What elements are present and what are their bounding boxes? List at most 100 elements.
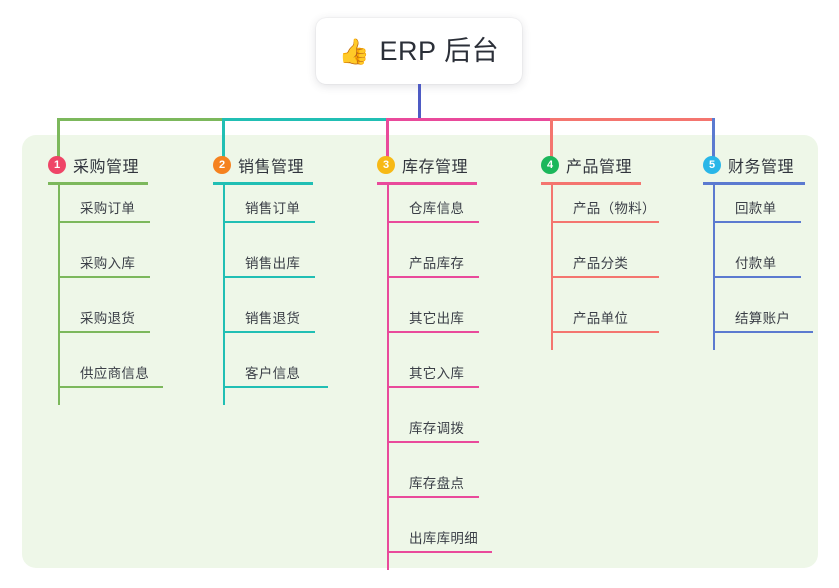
- branch-item-rule: [713, 221, 801, 223]
- branch-item-label: 销售出库: [245, 256, 301, 271]
- branch-header-label: 产品管理: [566, 159, 633, 176]
- branch-item-label: 其它入库: [409, 366, 465, 381]
- thumbs-up-icon: 👍: [338, 37, 371, 66]
- branch-item-rule: [387, 441, 479, 443]
- branch-item-label: 结算账户: [735, 311, 791, 326]
- branch-item-rule: [58, 386, 163, 388]
- branch-header-4[interactable]: 4 产品管理: [541, 153, 632, 177]
- branch-column-3: 3 库存管理仓库信息产品库存其它出库其它入库库存调拨库存盘点出库库明细: [377, 145, 537, 570]
- branch-item-rule: [551, 221, 659, 223]
- branch-column-4: 4 产品管理产品（物料） 产品分类产品单位: [541, 145, 701, 565]
- branch-item-rule: [223, 386, 328, 388]
- branch-item[interactable]: 销售出库: [223, 240, 353, 295]
- branch-item-rule: [387, 276, 479, 278]
- branch-item-label: 供应商信息: [80, 366, 149, 381]
- branch-item-rule: [58, 221, 150, 223]
- branch-number-badge: 2: [213, 156, 231, 174]
- branch-item-label: 客户信息: [245, 366, 301, 381]
- branch-spine-line: [551, 185, 553, 350]
- branch-item[interactable]: 库存盘点: [387, 460, 517, 515]
- branch-item-label: 产品单位: [573, 311, 629, 326]
- connector-drop-line: [386, 118, 389, 157]
- branch-spine-line: [713, 185, 715, 350]
- branch-header-1[interactable]: 1 采购管理: [48, 153, 139, 177]
- branch-item-label: 采购订单: [80, 201, 136, 216]
- branch-number-badge: 3: [377, 156, 395, 174]
- branch-header-label: 采购管理: [73, 159, 140, 176]
- root-node-title: 👍ERP 后台: [338, 37, 499, 66]
- connector-bus-segment: [386, 118, 553, 121]
- branch-item-rule: [713, 331, 813, 333]
- branch-item-rule: [58, 331, 150, 333]
- branch-item-rule: [551, 331, 659, 333]
- root-stem-line: [418, 84, 421, 120]
- branch-item[interactable]: 出库库明细: [387, 515, 517, 570]
- branch-spine-line: [223, 185, 225, 405]
- connector-drop-line: [222, 118, 225, 157]
- connector-bus-segment: [57, 118, 225, 121]
- branch-spine-line: [387, 185, 389, 570]
- branch-item-label: 产品（物料）: [573, 201, 656, 216]
- branch-item-rule: [387, 551, 492, 553]
- branch-item[interactable]: 其它出库: [387, 295, 517, 350]
- branch-item-label: 仓库信息: [409, 201, 465, 216]
- branch-item[interactable]: 客户信息: [223, 350, 353, 405]
- branch-header-rule: [703, 182, 805, 185]
- branch-item[interactable]: 采购订单: [58, 185, 188, 240]
- branch-item-rule: [713, 276, 801, 278]
- branch-item-label: 采购退货: [80, 311, 136, 326]
- branch-item-label: 其它出库: [409, 311, 465, 326]
- connector-drop-line: [712, 118, 715, 157]
- branch-item[interactable]: 采购退货: [58, 295, 188, 350]
- branch-item[interactable]: 结算账户: [713, 295, 839, 350]
- branch-item-rule: [223, 221, 315, 223]
- branch-item[interactable]: 产品库存: [387, 240, 517, 295]
- connector-drop-line: [550, 118, 553, 157]
- root-node-card[interactable]: 👍ERP 后台: [316, 18, 522, 84]
- branch-header-label: 库存管理: [402, 159, 469, 176]
- branch-item[interactable]: 其它入库: [387, 350, 517, 405]
- branch-item[interactable]: 采购入库: [58, 240, 188, 295]
- branch-item[interactable]: 产品单位: [551, 295, 681, 350]
- branch-number-badge: 1: [48, 156, 66, 174]
- branch-header-rule: [213, 182, 313, 185]
- branch-header-rule: [377, 182, 477, 185]
- branch-item-rule: [387, 496, 479, 498]
- branch-item-rule: [387, 386, 479, 388]
- branch-item[interactable]: 仓库信息: [387, 185, 517, 240]
- branch-item[interactable]: 回款单: [713, 185, 839, 240]
- branch-number-badge: 4: [541, 156, 559, 174]
- branch-number-badge: 5: [703, 156, 721, 174]
- branch-item[interactable]: 产品分类: [551, 240, 681, 295]
- branch-item[interactable]: 付款单: [713, 240, 839, 295]
- branch-item-label: 产品库存: [409, 256, 465, 271]
- branch-item[interactable]: 库存调拨: [387, 405, 517, 460]
- branch-item-label: 库存盘点: [409, 476, 465, 491]
- branch-header-3[interactable]: 3 库存管理: [377, 153, 468, 177]
- branch-item-rule: [58, 276, 150, 278]
- branches-panel: [22, 135, 818, 568]
- branch-header-rule: [48, 182, 148, 185]
- branch-item-rule: [223, 276, 315, 278]
- connector-bus-segment: [550, 118, 715, 121]
- connector-bus-segment: [222, 118, 389, 121]
- branch-column-1: 1 采购管理采购订单采购入库采购退货供应商信息: [48, 145, 208, 565]
- branch-item-label: 采购入库: [80, 256, 136, 271]
- branch-item-label: 库存调拨: [409, 421, 465, 436]
- branch-header-rule: [541, 182, 641, 185]
- branch-item-rule: [223, 331, 315, 333]
- branch-item[interactable]: 产品（物料）: [551, 185, 681, 240]
- branch-item-label: 产品分类: [573, 256, 629, 271]
- branch-item-rule: [551, 276, 659, 278]
- branch-item-label: 销售退货: [245, 311, 301, 326]
- connector-drop-line: [57, 118, 60, 157]
- branch-item-label: 付款单: [735, 256, 777, 271]
- branch-item[interactable]: 销售退货: [223, 295, 353, 350]
- branch-item[interactable]: 供应商信息: [58, 350, 188, 405]
- branch-item[interactable]: 销售订单: [223, 185, 353, 240]
